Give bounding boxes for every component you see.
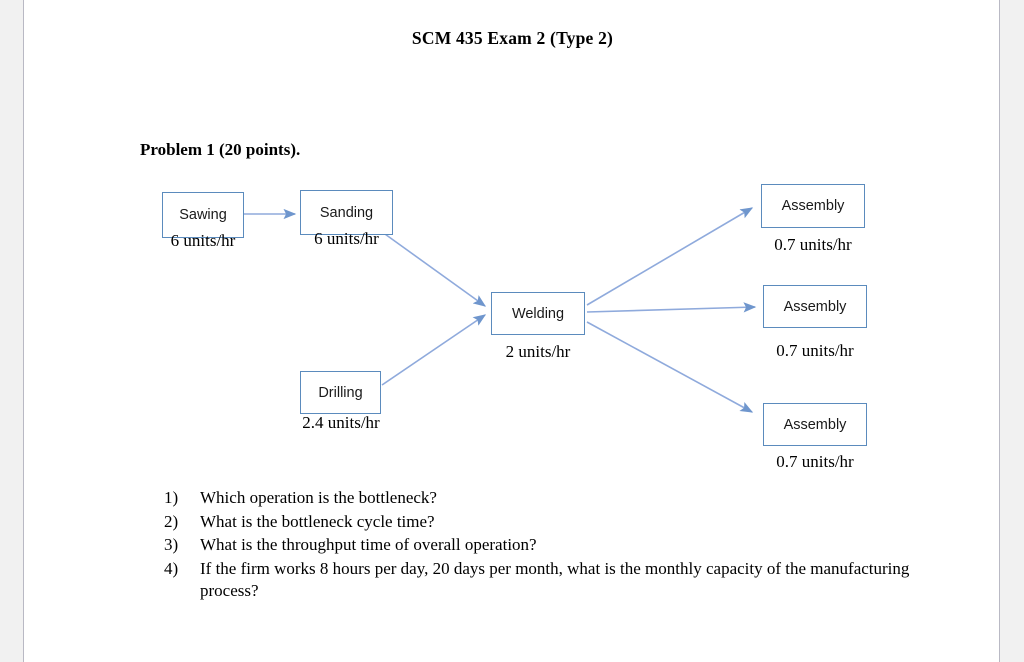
rate-label-welding: 2 units/hr xyxy=(505,342,571,361)
question-text: If the firm works 8 hours per day, 20 da… xyxy=(200,558,910,601)
rate-label-assembly-3: 0.7 units/hr xyxy=(776,452,854,471)
page-title: SCM 435 Exam 2 (Type 2) xyxy=(411,28,614,48)
process-box-label: Sanding xyxy=(319,204,374,221)
process-box-assembly-3: Assembly xyxy=(763,403,867,446)
question-text: What is the throughput time of overall o… xyxy=(200,535,537,555)
process-box-sawing: Sawing xyxy=(162,192,244,238)
question-number: 3) xyxy=(164,535,179,555)
document-page: SCM 435 Exam 2 (Type 2) Problem 1 (20 po… xyxy=(23,0,1000,662)
process-box-label: Drilling xyxy=(318,384,363,401)
question-list: 1) Which operation is the bottleneck? 2)… xyxy=(164,487,924,604)
question-item: 2) What is the bottleneck cycle time? xyxy=(164,511,924,534)
rate-label-sanding: 6 units/hr xyxy=(314,229,379,248)
question-text: What is the bottleneck cycle time? xyxy=(200,511,435,531)
process-box-label: Sawing xyxy=(179,207,227,223)
question-text: Which operation is the bottleneck? xyxy=(200,488,437,507)
arrow-welding-to-assembly3 xyxy=(586,321,754,413)
arrow-welding-to-assembly1 xyxy=(586,207,754,306)
rate-label-drilling: 2.4 units/hr xyxy=(302,413,380,432)
process-box-assembly-2: Assembly xyxy=(763,285,867,328)
process-box-assembly-1: Assembly xyxy=(761,184,865,228)
process-box-label: Assembly xyxy=(783,416,847,433)
process-box-sanding: Sanding xyxy=(300,190,393,235)
question-item: 4) If the firm works 8 hours per day, 20… xyxy=(164,558,924,603)
question-number: 1) xyxy=(164,488,179,507)
process-flow-diagram: Sawing 6 units/hr Sanding 6 units/hr Dri… xyxy=(24,0,1001,500)
rate-label-assembly-1: 0.7 units/hr xyxy=(774,235,852,254)
process-box-label: Assembly xyxy=(781,198,845,214)
rate-label-assembly-2: 0.7 units/hr xyxy=(776,341,854,360)
arrow-welding-to-assembly2 xyxy=(586,302,757,313)
question-item: 3) What is the throughput time of overal… xyxy=(164,534,924,557)
process-box-label: Assembly xyxy=(783,298,847,315)
process-box-welding: Welding xyxy=(491,292,585,335)
problem-heading: Problem 1 (20 points). xyxy=(140,140,301,159)
question-number: 4) xyxy=(164,558,179,578)
question-item: 1) Which operation is the bottleneck? xyxy=(164,487,924,510)
process-box-drilling: Drilling xyxy=(300,371,381,414)
rate-label-sawing: 6 units/hr xyxy=(170,231,236,250)
question-number: 2) xyxy=(164,511,179,531)
process-box-label: Welding xyxy=(511,305,565,322)
